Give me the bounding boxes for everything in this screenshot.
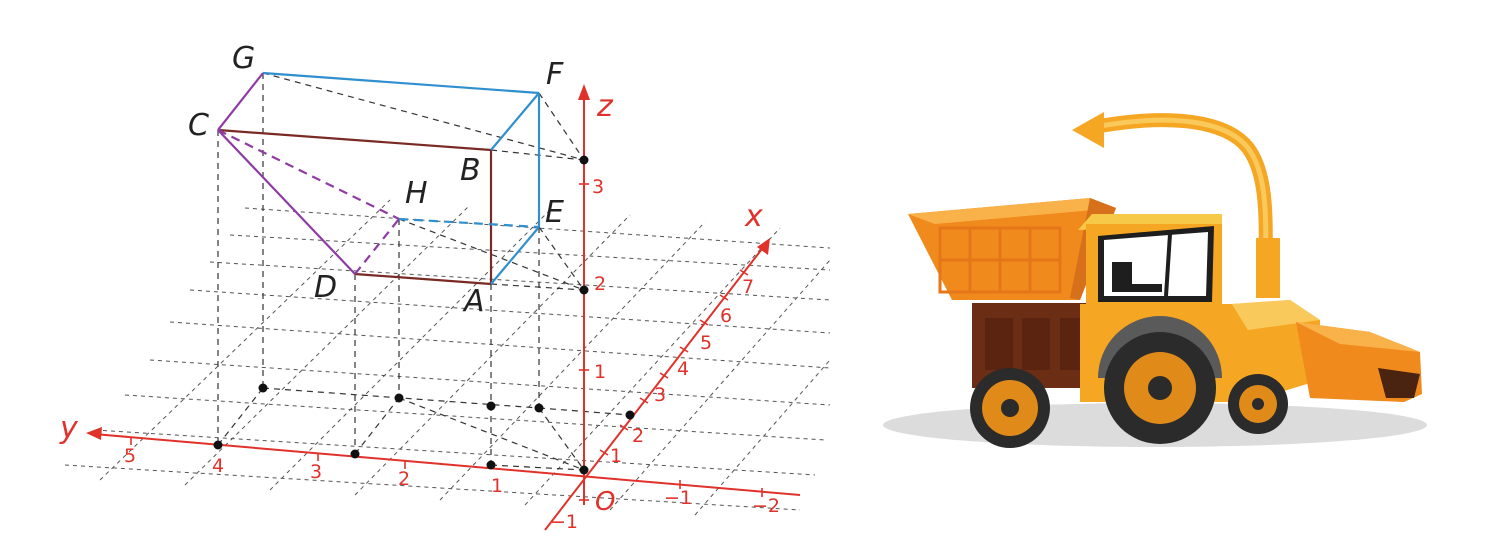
y-tick-2: 2 xyxy=(398,468,410,490)
z-tick-3: 3 xyxy=(592,176,604,198)
point-proj-h xyxy=(394,393,404,403)
x-tick-7: 7 xyxy=(742,276,754,298)
axes xyxy=(86,84,801,531)
vertex-label-f: F xyxy=(546,57,564,92)
x-tick-5: 5 xyxy=(700,332,712,354)
x-axis-label: x xyxy=(744,199,763,234)
vertex-label-c: C xyxy=(188,108,209,143)
vertex-label-b: B xyxy=(460,153,481,188)
x-tick-2: 2 xyxy=(632,425,644,447)
point-proj-a xyxy=(486,460,496,470)
z-axis-label: z xyxy=(596,89,614,124)
vertex-label-a: A xyxy=(462,284,485,319)
x-axis xyxy=(544,244,766,531)
main-wheel xyxy=(1098,316,1222,444)
axis-labels: z x y O xyxy=(59,89,763,517)
back-face xyxy=(262,71,541,285)
x-tick-6: 6 xyxy=(720,305,732,327)
z-tick-1: 1 xyxy=(594,361,606,383)
tick-labels: 3 2 1 −1 5 4 3 2 1 7 6 5 4 3 2 1 −1 −2 xyxy=(124,176,780,533)
origin-point xyxy=(579,465,589,475)
x-tick-1: 1 xyxy=(610,445,622,467)
rear-wheel xyxy=(970,368,1050,448)
points xyxy=(213,155,635,475)
front-header xyxy=(1296,322,1422,402)
side-face xyxy=(217,72,400,275)
z-tick-minus1: −1 xyxy=(550,511,578,533)
vertex-label-g: G xyxy=(232,41,255,76)
x-tick-minus1: −1 xyxy=(664,487,692,509)
x-tick-4: 4 xyxy=(677,358,689,380)
front-face xyxy=(217,128,493,286)
z-axis-arrowhead xyxy=(578,84,590,100)
point-x-3 xyxy=(625,410,635,420)
x-axis-arrowhead xyxy=(757,238,770,255)
point-proj-e xyxy=(534,403,544,413)
prism xyxy=(217,71,541,286)
point-y-4 xyxy=(213,440,223,450)
harvester-illustration xyxy=(883,112,1427,448)
x-tick-minus2: −2 xyxy=(752,495,780,517)
y-tick-5: 5 xyxy=(124,445,136,467)
origin-label: O xyxy=(595,487,615,517)
grain-bin xyxy=(908,198,1116,300)
projection-guides xyxy=(217,72,631,471)
cabin xyxy=(1078,214,1222,310)
vertex-label-h: H xyxy=(405,176,428,211)
y-tick-1: 1 xyxy=(491,475,503,497)
point-proj-b xyxy=(486,401,496,411)
point-z-2 xyxy=(579,285,589,295)
y-axis xyxy=(93,433,801,496)
floor-grid xyxy=(64,199,831,516)
vertex-labels: G F C B H E D A xyxy=(188,41,564,319)
y-axis-label: y xyxy=(59,411,79,446)
point-proj-d xyxy=(350,449,360,459)
coordinate-diagram: G F C B H E D A z x y O 3 2 1 −1 5 4 3 2… xyxy=(59,41,831,533)
vertex-label-e: E xyxy=(545,195,564,230)
y-tick-3: 3 xyxy=(310,461,322,483)
front-wheel xyxy=(1228,374,1288,434)
x-tick-3: 3 xyxy=(654,384,666,406)
vertex-label-d: D xyxy=(314,270,337,305)
z-tick-2: 2 xyxy=(594,273,606,295)
point-z-upper xyxy=(579,155,589,165)
point-proj-g xyxy=(258,383,268,393)
y-axis-arrowhead xyxy=(86,427,102,440)
y-tick-4: 4 xyxy=(212,455,224,477)
